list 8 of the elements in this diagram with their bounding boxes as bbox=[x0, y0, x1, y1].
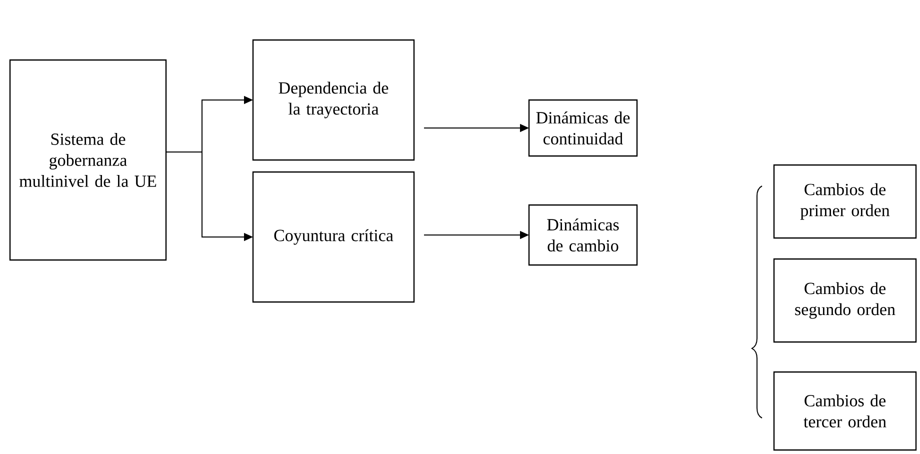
process-box: Coyuntura crítica bbox=[252, 171, 415, 303]
process-box: Sistema de gobernanza multinivel de la UE bbox=[9, 59, 167, 261]
process-box: Cambios de segundo orden bbox=[773, 258, 917, 343]
process-box: Cambios de primer orden bbox=[773, 164, 917, 239]
process-box: Dependencia de la trayectoria bbox=[252, 39, 415, 161]
process-box: Dinámicas de cambio bbox=[528, 204, 638, 266]
process-box: Cambios de tercer orden bbox=[773, 371, 917, 451]
process-box: Dinámicas de continuidad bbox=[528, 99, 638, 157]
